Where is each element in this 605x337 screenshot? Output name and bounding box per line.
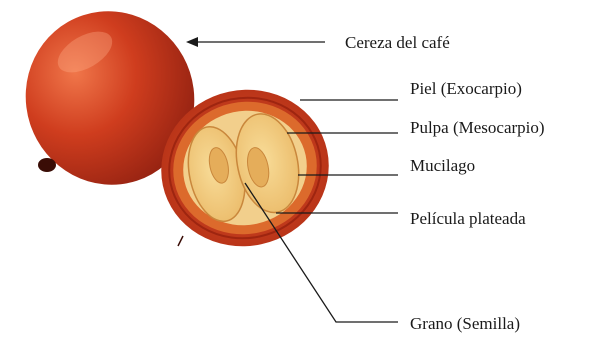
cherry-stem-end: [38, 158, 56, 172]
label-skin: Piel (Exocarpio): [410, 79, 522, 99]
label-silverskin: Película plateada: [410, 209, 526, 229]
label-mucilage: Mucilago: [410, 156, 475, 176]
label-bean: Grano (Semilla): [410, 314, 520, 334]
section-cut-mark: [178, 236, 183, 246]
label-cherry: Cereza del café: [345, 33, 450, 53]
label-pulp: Pulpa (Mesocarpio): [410, 118, 545, 138]
leader-arrowhead-cherry: [186, 37, 198, 47]
